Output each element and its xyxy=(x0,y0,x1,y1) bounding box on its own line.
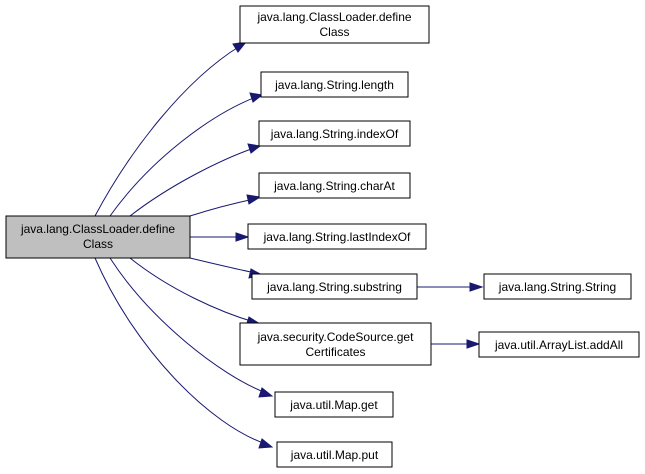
arrowhead-lastindexof xyxy=(235,232,250,242)
arrowhead-addall xyxy=(466,339,481,349)
edge-root-to-defineclass xyxy=(94,45,241,217)
node-map-get[interactable]: java.util.Map.get xyxy=(274,391,394,418)
edges xyxy=(94,41,484,449)
node-label: java.lang.String.charAt xyxy=(273,179,395,193)
node-label: java.lang.String.indexOf xyxy=(270,127,399,141)
node-label: java.lang.String.substring xyxy=(266,280,402,294)
edge-root-to-charat xyxy=(189,198,255,217)
node-label: java.util.Map.get xyxy=(289,398,378,412)
arrowhead-mapput xyxy=(258,438,274,449)
arrowhead-charat xyxy=(246,194,262,205)
edge-root-to-certificates xyxy=(129,257,255,323)
node-label: java.lang.String.lastIndexOf xyxy=(263,230,411,244)
node-label-line1: java.lang.ClassLoader.define xyxy=(20,222,175,236)
node-string-length[interactable]: java.lang.String.length xyxy=(260,71,409,98)
node-string-substring[interactable]: java.lang.String.substring xyxy=(251,273,418,300)
node-string-charat[interactable]: java.lang.String.charAt xyxy=(258,172,411,199)
node-root-defineclass[interactable]: java.lang.ClassLoader.define Class xyxy=(5,215,191,259)
node-label: java.lang.String.String xyxy=(498,280,616,294)
node-string-lastindexof[interactable]: java.lang.String.lastIndexOf xyxy=(247,223,427,250)
node-label-line1: java.security.CodeSource.get xyxy=(257,330,415,344)
node-classloader-defineclass[interactable]: java.lang.ClassLoader.define Class xyxy=(239,5,430,44)
node-label-line1: java.lang.ClassLoader.define xyxy=(256,10,411,24)
arrowhead-length xyxy=(249,92,264,103)
arrowhead-string xyxy=(469,282,484,292)
arrowhead-indexof xyxy=(247,143,262,154)
node-arraylist-addall[interactable]: java.util.ArrayList.addAll xyxy=(478,331,640,358)
node-label-line2: Certificates xyxy=(305,345,365,359)
edge-root-to-length xyxy=(109,96,257,217)
arrowhead-mapget xyxy=(258,387,274,398)
node-string-indexof[interactable]: java.lang.String.indexOf xyxy=(258,120,411,147)
node-label-line2: Class xyxy=(83,237,113,251)
edge-root-to-mapput xyxy=(94,257,267,445)
node-string-string[interactable]: java.lang.String.String xyxy=(483,273,632,300)
edge-root-to-substring xyxy=(189,257,257,274)
node-map-put[interactable]: java.util.Map.put xyxy=(276,441,393,468)
node-label-line2: Class xyxy=(319,25,349,39)
node-label: java.util.ArrayList.addAll xyxy=(494,338,623,352)
edge-root-to-indexof xyxy=(129,147,255,217)
node-label: java.lang.String.length xyxy=(274,78,394,92)
edge-root-to-mapget xyxy=(109,257,267,394)
node-codesource-getcertificates[interactable]: java.security.CodeSource.get Certificate… xyxy=(239,322,432,366)
node-label: java.util.Map.put xyxy=(290,448,379,462)
